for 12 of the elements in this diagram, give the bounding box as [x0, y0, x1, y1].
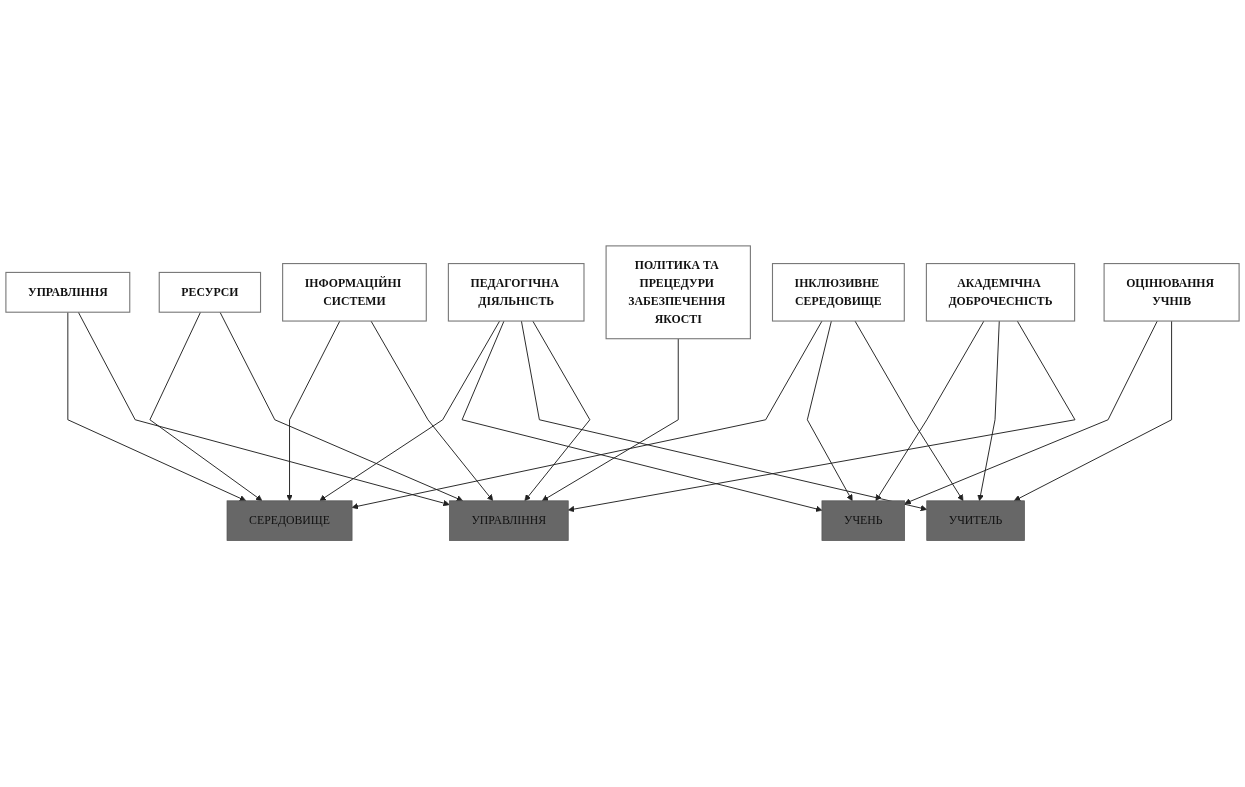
node-box: ІНФОРМАЦІЙНІ СИСТЕМИ: [282, 263, 427, 322]
node-box: ПОЛІТИКА ТА ПРЕЦЕДУРИ ЗАБЕЗПЕЧЕННЯ ЯКОСТІ: [605, 245, 751, 340]
node-box: АКАДЕМІЧНА ДОБРОЧЕСНІСТЬ: [925, 263, 1076, 322]
node-box: УЧИТЕЛЬ: [926, 500, 1025, 542]
node-box: ОЦІНЮВАННЯ УЧНІВ: [1103, 263, 1240, 322]
node-box: ПЕДАГОГІЧНА ДІЯЛЬНІСТЬ: [447, 263, 585, 322]
node-box: УЧЕНЬ: [821, 500, 905, 542]
node-box: РЕСУРСИ: [158, 272, 262, 313]
node-box: УПРАВЛІННЯ: [5, 272, 131, 313]
node-box: УПРАВЛІННЯ: [449, 500, 569, 542]
node-box: СЕРЕДОВИЩЕ: [226, 500, 353, 542]
node-box: ІНКЛЮЗИВНЕ СЕРЕДОВИЩЕ: [771, 263, 905, 322]
